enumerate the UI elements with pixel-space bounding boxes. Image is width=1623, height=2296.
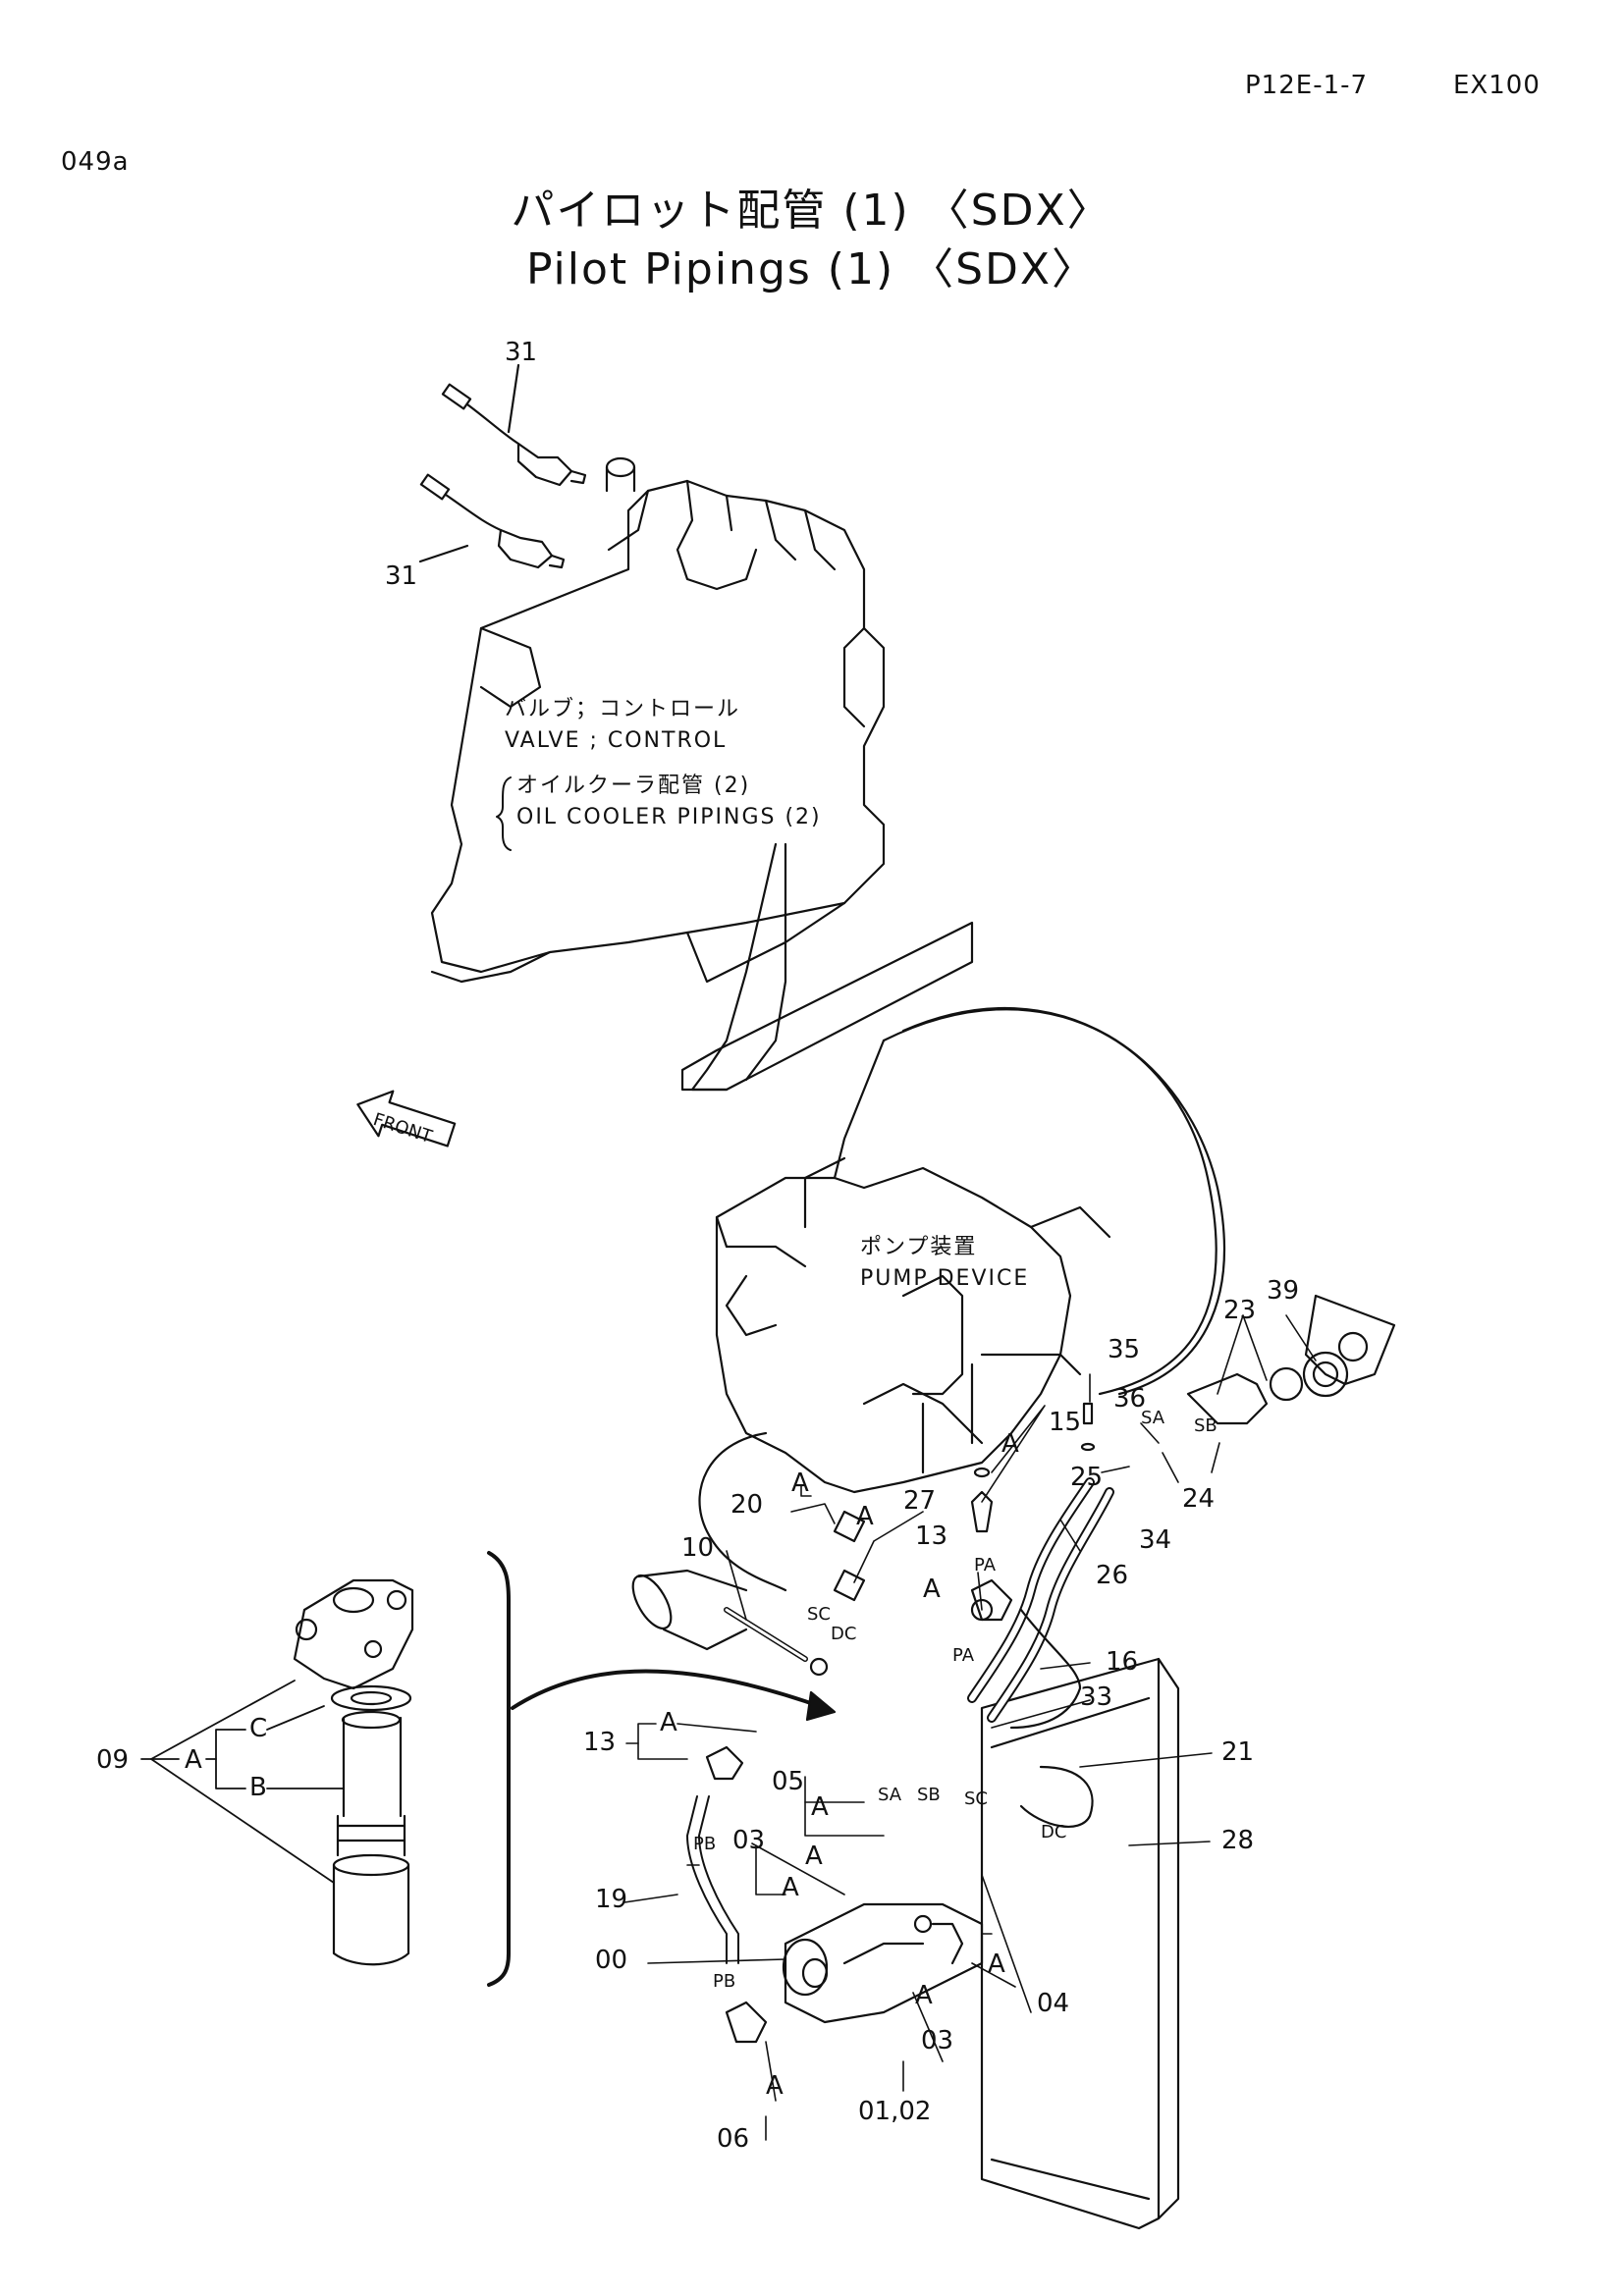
pressure-sensor-31-upper (441, 383, 587, 487)
callout-13-a: A (660, 1708, 677, 1737)
callout-24: 24 (1182, 1484, 1216, 1514)
callout-26: 26 (1096, 1561, 1129, 1590)
mounting-plate (980, 1294, 1396, 2230)
cooler-note-en: OIL COOLER PIPINGS (2) (516, 805, 822, 829)
detail-bracket (487, 1551, 511, 1987)
callout-21: 21 (1221, 1737, 1255, 1767)
control-valve-drawing (430, 456, 974, 1092)
port-pa-upper: PA (974, 1555, 997, 1575)
front-arrow (356, 1090, 457, 1148)
pressure-sensor-31-lower (419, 473, 566, 569)
callout-28: 28 (1221, 1826, 1255, 1855)
callout-03-a3: A (915, 1981, 933, 2010)
callout-10: 10 (681, 1533, 715, 1563)
port-pa-lower: PA (952, 1645, 975, 1666)
port-sc-lower: SC (964, 1789, 988, 1809)
leader-31-lower (418, 544, 469, 563)
callout-04-a: A (988, 1949, 1005, 1979)
callout-03-upper: 03 (732, 1826, 766, 1855)
callout-09-a: A (185, 1745, 202, 1775)
callout-34: 34 (1139, 1525, 1172, 1555)
elbow-13 (705, 1745, 744, 1781)
detail-arrowhead (805, 1690, 837, 1722)
callout-13-upper-a: A (923, 1575, 941, 1604)
callout-03-a2: A (782, 1873, 799, 1902)
hose-19-outline (698, 1795, 739, 1964)
port-dc-upper: DC (831, 1624, 857, 1644)
pump-note-en: PUMP DEVICE (860, 1266, 1030, 1291)
callout-03-lower: 03 (921, 2026, 954, 2056)
callout-13: 13 (583, 1728, 617, 1757)
callout-19: 19 (595, 1885, 628, 1914)
callout-33: 33 (1080, 1682, 1113, 1712)
note-bracket (496, 776, 512, 851)
callout-09-c: C (249, 1714, 268, 1743)
filter-housing-09 (293, 1578, 414, 1966)
callout-03-a: A (805, 1842, 823, 1871)
callout-20-a2: A (856, 1502, 874, 1531)
callout-06-a: A (766, 2071, 784, 2101)
port-dc-lower: DC (1041, 1822, 1067, 1842)
callout-15-a: A (1001, 1429, 1019, 1459)
elbow-06 (725, 2001, 768, 2044)
port-pb-upper: PB (693, 1834, 717, 1854)
callout-09-b: B (249, 1773, 267, 1802)
callout-31-lower: 31 (385, 561, 418, 591)
pump-device-drawing (698, 1006, 1225, 1592)
callout-01-02: 01,02 (858, 2097, 932, 2126)
callout-35: 35 (1108, 1335, 1141, 1364)
port-sb-lower: SB (917, 1785, 941, 1805)
suction-pipe (631, 1569, 748, 1651)
page-code: P12E-1-7 (1245, 71, 1369, 100)
callout-15: 15 (1049, 1408, 1082, 1437)
pilot-valve-block (782, 1902, 984, 2024)
callout-06: 06 (717, 2124, 750, 2154)
model-code: EX100 (1453, 71, 1541, 100)
callout-tree-09 (140, 1680, 345, 1884)
callout-05-a: A (811, 1792, 829, 1822)
valve-note-jp: バルブ；コントロール (505, 697, 741, 721)
callout-13-upper: 13 (915, 1522, 948, 1551)
port-sa-lower: SA (878, 1785, 902, 1805)
callout-20: 20 (730, 1490, 764, 1520)
leader-31-upper (507, 363, 520, 434)
detail-arrow (511, 1669, 827, 1710)
callout-27: 27 (903, 1486, 937, 1516)
callout-04: 04 (1037, 1989, 1070, 2018)
hose-19 (686, 1795, 728, 1964)
fittings (724, 1351, 1349, 1677)
figure-id: 049a (61, 147, 130, 177)
port-sc-upper: SC (807, 1604, 831, 1625)
port-pb-lower: PB (713, 1971, 736, 1992)
valve-note-en: VALVE ; CONTROL (505, 728, 728, 753)
callout-31-upper: 31 (505, 338, 538, 367)
port-sb-upper: SB (1194, 1415, 1217, 1436)
title-english: Pilot Pipings (1) 〈SDX〉 (525, 244, 1098, 294)
callout-20-a: A (791, 1468, 809, 1498)
callout-09: 09 (96, 1745, 130, 1775)
pump-note-jp: ポンプ装置 (860, 1235, 978, 1259)
hose-bundle (967, 1477, 1114, 1828)
callout-25: 25 (1070, 1463, 1104, 1492)
callout-00: 00 (595, 1946, 628, 1975)
callout-23: 23 (1223, 1296, 1257, 1325)
callout-39: 39 (1267, 1276, 1300, 1306)
cooler-note-jp: オイルクーラ配管 (2) (516, 774, 751, 798)
title-japanese: パイロット配管 (1) 〈SDX〉 (511, 186, 1112, 236)
callout-05: 05 (772, 1767, 805, 1796)
leader-lines (623, 1314, 1317, 2141)
port-sa-upper: SA (1141, 1408, 1165, 1428)
callout-16: 16 (1106, 1647, 1139, 1677)
callout-36: 36 (1113, 1384, 1147, 1414)
